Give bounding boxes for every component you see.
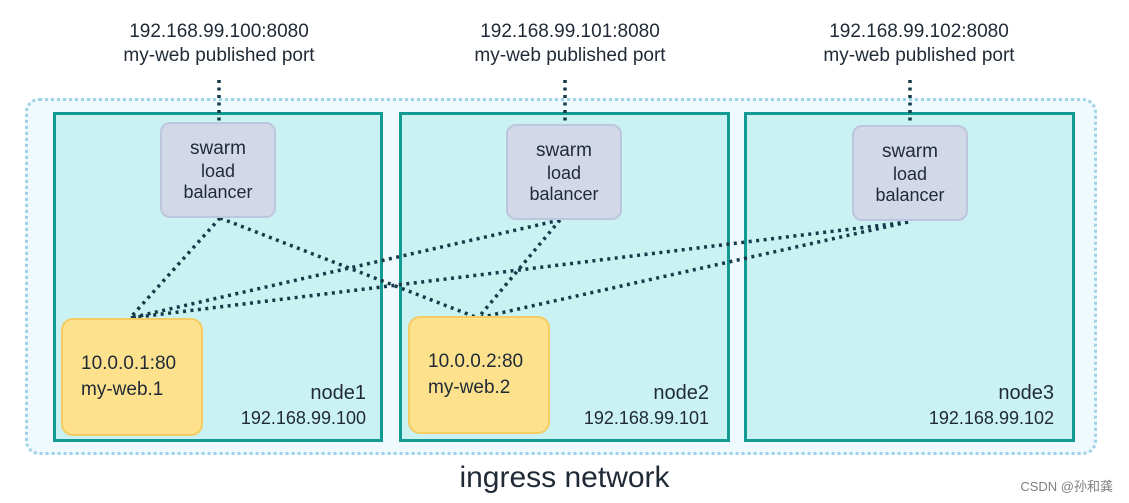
port2-label: 192.168.99.101:8080 my-web published por… [450, 20, 690, 68]
port1-caption: my-web published port [123, 45, 315, 66]
lb2-line-3: balancer [529, 184, 599, 204]
lb1-task1-link [128, 216, 222, 320]
lb3-task1-link [129, 220, 909, 320]
watermark: CSDN @孙和龚 [1020, 479, 1113, 494]
port1-address: 192.168.99.100:8080 [129, 21, 309, 42]
task1-name: my-web.1 [81, 379, 164, 400]
lb1-line-1: swarm [190, 138, 246, 159]
task-my-web-1: 10.0.0.1:80 my-web.1 [61, 318, 203, 436]
task2-name: my-web.2 [428, 377, 511, 398]
lb1-line-3: balancer [183, 182, 253, 202]
lb3-line-2: load [892, 164, 928, 184]
lb3-task2-link [477, 220, 909, 320]
node1-name: node1 [310, 382, 366, 404]
lb3-line-3: balancer [875, 185, 945, 205]
lb1-line-2: load [200, 161, 236, 181]
node1-load-balancer: swarm load balancer [160, 122, 276, 218]
ingress-network-title: ingress network [459, 461, 670, 494]
lb2-line-1: swarm [536, 140, 592, 161]
port3-caption: my-web published port [823, 45, 1015, 66]
lb1-task2-link [219, 216, 479, 320]
node2-ip: 192.168.99.101 [583, 408, 709, 428]
task2-address: 10.0.0.2:80 [428, 351, 524, 372]
task1-address: 10.0.0.1:80 [81, 353, 177, 374]
task-my-web-2: 10.0.0.2:80 my-web.2 [408, 316, 550, 434]
lb2-line-2: load [546, 163, 582, 183]
node2-load-balancer: swarm load balancer [506, 124, 622, 220]
port3-label: 192.168.99.102:8080 my-web published por… [799, 20, 1039, 68]
port2-address: 192.168.99.101:8080 [480, 21, 660, 42]
node3-load-balancer: swarm load balancer [852, 125, 968, 221]
node3-ip: 192.168.99.102 [928, 408, 1054, 428]
lb2-task1-link [129, 218, 561, 320]
port1-label: 192.168.99.100:8080 my-web published por… [99, 20, 339, 68]
node1-ip: 192.168.99.100 [240, 408, 366, 428]
node2-name: node2 [653, 382, 709, 404]
lb3-line-1: swarm [882, 141, 938, 162]
port3-address: 192.168.99.102:8080 [829, 21, 1009, 42]
node3-name: node3 [998, 382, 1054, 404]
lb2-task2-link [476, 218, 562, 320]
port2-caption: my-web published port [474, 45, 666, 66]
